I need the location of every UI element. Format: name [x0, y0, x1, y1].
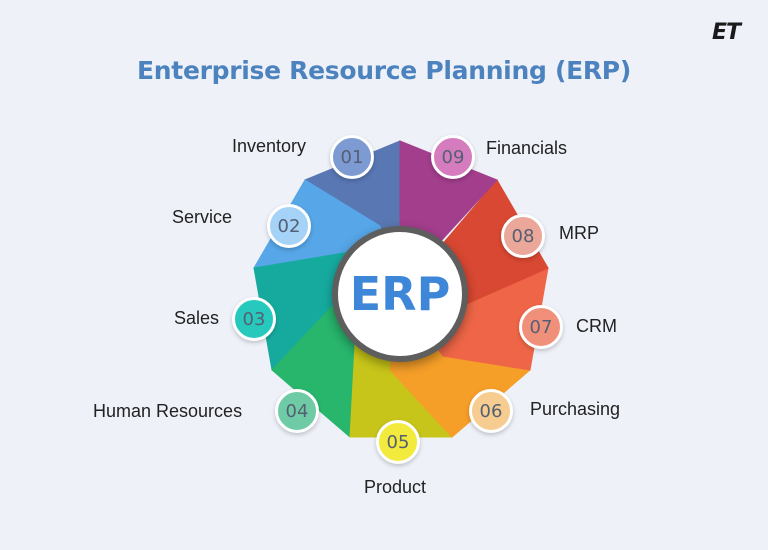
label-financials: Financials [486, 138, 568, 158]
label-mrp: MRP [559, 223, 599, 243]
badge-inventory: 01 [330, 135, 374, 179]
badge-sales: 03 [232, 297, 276, 341]
badge-human-resources: 04 [275, 389, 319, 433]
label-service: Service [172, 207, 233, 227]
label-product: Product [364, 477, 427, 497]
center-label: ERP [349, 267, 451, 321]
diagram-title: Enterprise Resource Planning (ERP) [137, 56, 631, 85]
et-logo: ET [712, 20, 741, 45]
badge-crm: 07 [519, 305, 563, 349]
badge-mrp: 08 [501, 214, 545, 258]
badge-financials: 09 [431, 135, 475, 179]
badge-service: 02 [267, 204, 311, 248]
label-human-resources: Human Resources [93, 401, 243, 421]
badge-product: 05 [376, 420, 420, 464]
label-sales: Sales [174, 308, 220, 328]
label-inventory: Inventory [232, 136, 307, 156]
badge-purchasing: 06 [469, 389, 513, 433]
label-crm: CRM [576, 316, 617, 336]
label-purchasing: Purchasing [530, 399, 621, 419]
center-hub: ERP [332, 226, 468, 362]
